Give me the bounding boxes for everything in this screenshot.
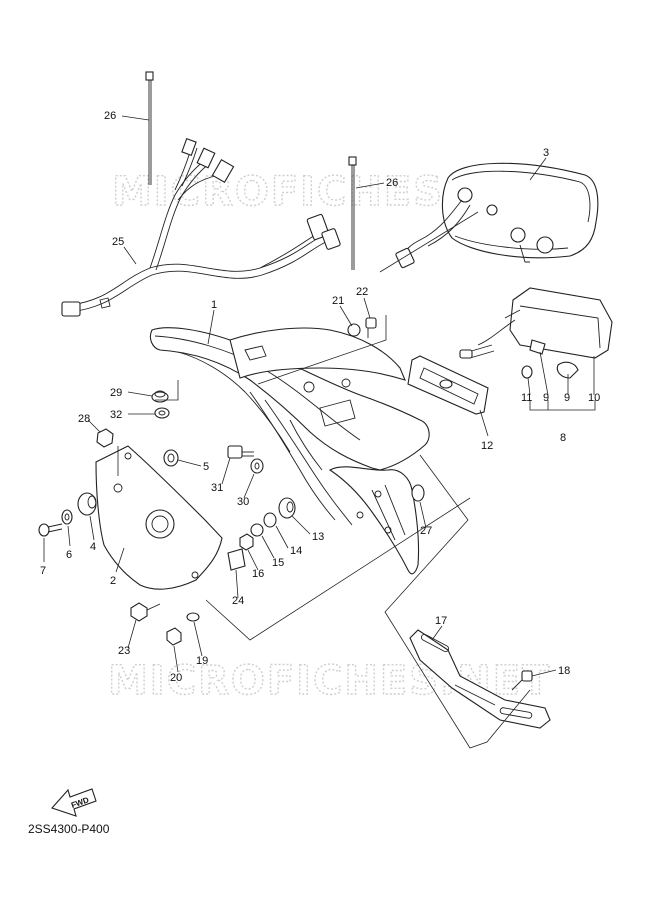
tail-light	[395, 162, 599, 269]
callout-18: 18	[558, 665, 570, 677]
callout-12: 12	[481, 440, 493, 452]
mud-flap-plate	[95, 445, 223, 590]
callout-17: 17	[435, 615, 447, 627]
callout-22: 22	[356, 286, 368, 298]
callout-9a: 9	[543, 392, 549, 404]
rear-fender	[149, 327, 430, 526]
fwd-arrow-icon: FWD	[51, 788, 97, 817]
license-light	[459, 287, 613, 379]
callout-10: 10	[588, 392, 600, 404]
callout-7: 7	[40, 565, 46, 577]
callout-28: 28	[78, 413, 90, 425]
callout-25: 25	[112, 236, 124, 248]
callout-31: 31	[211, 482, 223, 494]
callout-16: 16	[252, 568, 264, 580]
group-lines	[117, 211, 596, 749]
callout-19: 19	[196, 655, 208, 667]
callout-14: 14	[290, 545, 302, 557]
cable-tie-right	[348, 156, 357, 270]
callout-21: 21	[332, 295, 344, 307]
callout-6: 6	[66, 549, 72, 561]
license-bracket	[409, 629, 551, 729]
callout-24: 24	[232, 595, 244, 607]
callout-5: 5	[203, 461, 209, 473]
callout-15: 15	[272, 557, 284, 569]
callout-23: 23	[118, 645, 130, 657]
wire-harness	[61, 138, 341, 317]
callout-26-left: 26	[104, 110, 116, 122]
callout-30: 30	[237, 496, 249, 508]
callout-2: 2	[110, 575, 116, 587]
callout-27: 27	[420, 525, 432, 537]
callout-20: 20	[170, 672, 182, 684]
callout-3: 3	[543, 147, 549, 159]
callout-1: 1	[211, 299, 217, 311]
hardware	[38, 317, 533, 691]
license-lens	[407, 355, 489, 415]
callout-8: 8	[560, 432, 566, 444]
callout-9b: 9	[564, 392, 570, 404]
callout-32: 32	[110, 409, 122, 421]
callout-26-right: 26	[386, 177, 398, 189]
callout-13: 13	[312, 531, 324, 543]
diagram-code: 2SS4300-P400	[28, 822, 110, 836]
fender-license-mount	[328, 466, 420, 575]
callout-4: 4	[90, 541, 96, 553]
callouts: 26 26 3 25 21 22 1 29 32 28 5 31 30 11 9…	[40, 110, 600, 684]
leader-lines	[43, 115, 595, 677]
callout-11: 11	[521, 392, 532, 404]
callout-29: 29	[110, 387, 122, 399]
cable-tie-left	[145, 71, 154, 185]
